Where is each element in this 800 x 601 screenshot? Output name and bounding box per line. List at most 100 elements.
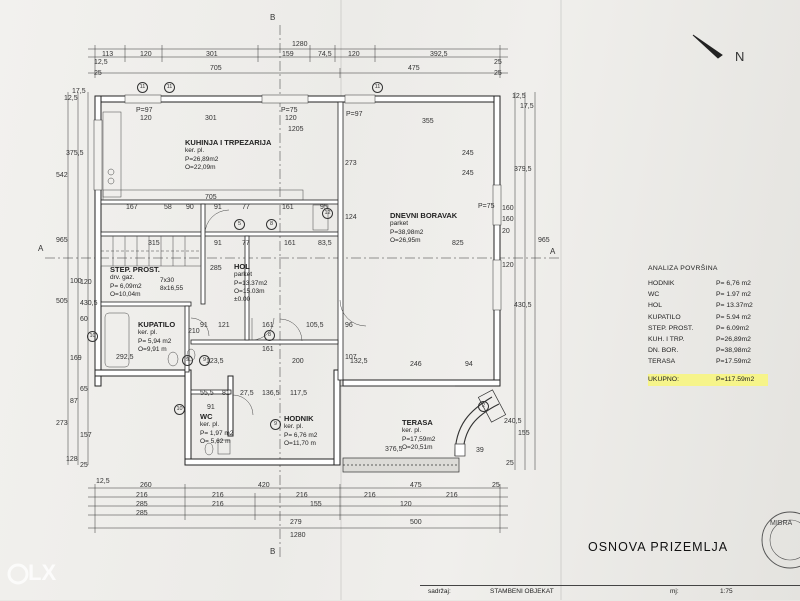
callout-marker: 9 — [182, 355, 193, 366]
title-block-scale: 1:75 — [720, 588, 733, 595]
dim-top: 159 — [282, 51, 294, 58]
room-kupatilo: KUPATILO ker. pl. P= 5,94 m2 O=9,91 m — [138, 320, 175, 354]
section-marker-b-top: B — [270, 13, 276, 22]
dim-right: 25 — [506, 460, 514, 467]
dim-left: 120 — [80, 279, 92, 286]
callout-marker: 12 — [322, 208, 333, 219]
dim-left: 965 — [56, 237, 68, 244]
paper-fold — [560, 0, 562, 600]
callout-marker: 11 — [137, 82, 148, 93]
room-name: KUPATILO — [138, 320, 176, 329]
dim-interior: 292,5 — [116, 354, 134, 361]
dim-interior: 246 — [410, 361, 422, 368]
north-label: N — [735, 49, 745, 64]
dim-right: 160 — [502, 216, 514, 223]
dim-bottom: 216 — [212, 492, 224, 499]
dim-interior: 90 — [186, 204, 194, 211]
dim-bottom-overall: 1280 — [290, 532, 306, 539]
area-total-value: P=117.59m2 — [716, 375, 755, 383]
dim-right: 430,5 — [514, 302, 532, 309]
callout-marker: 9 — [270, 419, 281, 430]
area-total-row: UKUPNO:P=117.59m2 — [648, 373, 768, 386]
dim-left: 273 — [56, 420, 68, 427]
area-row: KUH. I TRP.P=26,89m2 — [648, 334, 768, 345]
dim-interior: 120 — [140, 115, 152, 122]
dim-right: 245 — [462, 170, 474, 177]
dim-left: 17,5 — [72, 88, 86, 95]
title-block-label: sadržaj: — [428, 588, 451, 595]
area-row-label: STEP. PROST. — [648, 324, 694, 332]
callout-marker: 9 — [199, 355, 210, 366]
dim-interior: 355 — [422, 118, 434, 125]
area-row-label: WC — [648, 291, 660, 299]
room-area: P= 6,09m2 — [110, 282, 142, 290]
room-perimeter: O=11,70 m — [284, 439, 316, 447]
dim-interior: 160 — [502, 205, 514, 212]
room-hol: HOL parket P=13.37m2 O=15.03m ±0.00 — [234, 262, 267, 304]
title-block-project: STAMBENI OBJEKAT — [490, 588, 554, 595]
dim-right: 240,5 — [504, 418, 522, 425]
dim-interior: 132,5 — [350, 358, 368, 365]
room-name: KUHINJA I TRPEZARIJA — [185, 138, 272, 147]
dim-interior: 95 — [320, 204, 328, 211]
olx-watermark: LX — [28, 560, 57, 585]
dim-left: 25 — [80, 462, 88, 469]
room-name: DNEVNI BORAVAK — [390, 211, 458, 220]
dim-left: 12,5 — [64, 95, 78, 102]
dim-left: 430,5 — [80, 300, 98, 307]
dim-bottom: 216 — [212, 501, 224, 508]
area-row-label: DN. BOR. — [648, 347, 679, 355]
dim-bottom: 279 — [290, 519, 302, 526]
dim-bottom: 216 — [296, 492, 308, 499]
dim-interior: 91 — [214, 204, 222, 211]
area-row-value: P=26,89m2 — [716, 335, 751, 343]
dim-left: 542 — [56, 172, 68, 179]
dim-top: 74,5 — [318, 51, 332, 58]
title-block-scale-label: mj: — [670, 588, 679, 595]
dim-interior: 91 — [207, 404, 215, 411]
dim-left: 87 — [70, 398, 78, 405]
area-row-label: TERASA — [648, 358, 676, 366]
dim-interior: 83,5 — [318, 240, 332, 247]
dim-interior: 55,5 — [200, 390, 214, 397]
dim-interior: 705 — [205, 194, 217, 201]
room-area: P= 1,97 m2 — [200, 429, 234, 437]
dim-left: 65 — [80, 386, 88, 393]
dim-interior: 136,5 — [262, 390, 280, 397]
callout-marker: 5 — [234, 219, 245, 230]
section-marker-b-bottom: B — [270, 547, 276, 556]
dim-interior: 91 — [214, 240, 222, 247]
dim-interior: 161 — [262, 346, 274, 353]
dim-interior: 96 — [345, 322, 353, 329]
dim-top: 392,5 — [430, 51, 448, 58]
callout-marker: 11 — [372, 82, 383, 93]
room-wc: WC ker. pl. P= 1,97 m2 O= 5,62 m — [200, 412, 233, 446]
title-block: sadržaj: STAMBENI OBJEKAT mj: 1:75 — [420, 585, 800, 601]
dim-interior: 107 — [345, 354, 357, 361]
dim-top: 475 — [408, 65, 420, 72]
stair-treads: 7x30 — [160, 277, 175, 284]
dim-bottom: 420 — [258, 482, 270, 489]
dim-interior: 58 — [164, 204, 172, 211]
dim-right: 17,5 — [520, 103, 534, 110]
room-area: P= 6,76 m2 — [284, 431, 318, 439]
dim-right: 12,5 — [512, 93, 526, 100]
dim-interior: 315 — [148, 240, 160, 247]
dim-bottom: 155 — [310, 501, 322, 508]
dim-interior: P=97 — [136, 107, 153, 114]
area-row: DN. BOR.P=38,98m2 — [648, 345, 768, 356]
area-row-value: P= 1.97 m2 — [716, 291, 751, 299]
room-floor: ker. pl. — [284, 423, 304, 431]
dim-left: 100 — [70, 278, 82, 285]
room-area: P=38,98m2 — [390, 228, 424, 236]
dim-top-edge: 25 — [494, 70, 502, 77]
room-perimeter: O=9,91 m — [138, 345, 167, 353]
dim-interior: P=75 — [281, 107, 298, 114]
dim-top-edge: 25 — [94, 70, 102, 77]
dim-interior: 1205 — [288, 126, 304, 133]
